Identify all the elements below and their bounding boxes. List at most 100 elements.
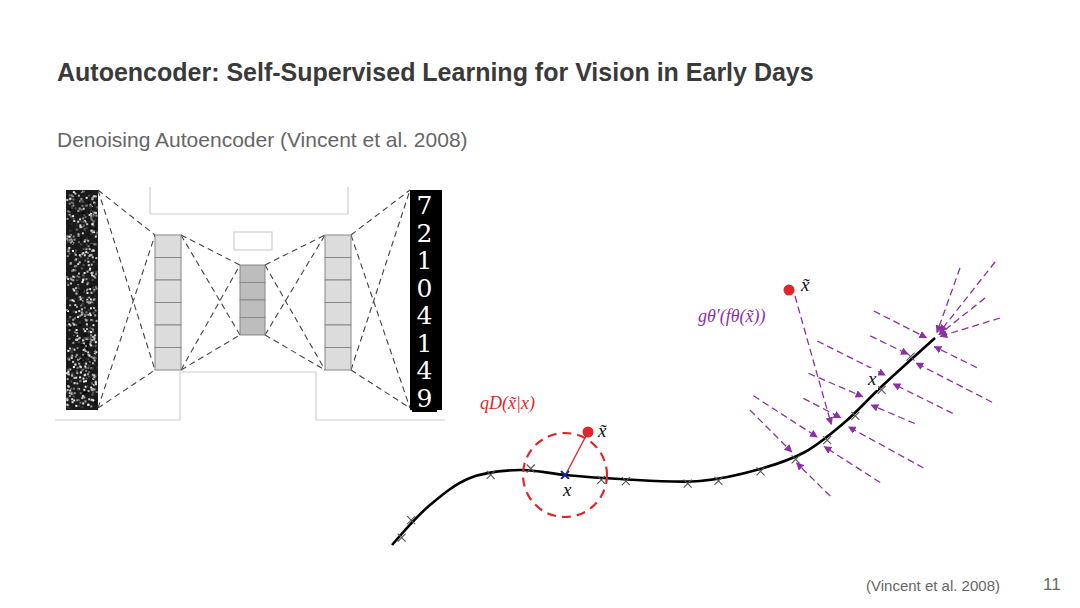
layer-unit	[155, 325, 181, 348]
noise-pixel	[80, 201, 82, 203]
corrupted-point	[583, 427, 594, 438]
layer-unit	[240, 265, 265, 283]
noise-pixel	[84, 229, 86, 231]
noise-pixel	[86, 236, 88, 238]
noise-pixel	[67, 373, 69, 375]
noise-pixel	[71, 393, 73, 395]
noise-pixel	[94, 190, 96, 192]
noise-pixel	[92, 345, 94, 347]
noise-pixel	[74, 304, 76, 306]
noise-pixel	[95, 286, 97, 288]
noise-pixel	[69, 368, 71, 370]
noise-pixel	[66, 399, 68, 401]
noise-pixel	[84, 212, 86, 214]
noise-pixel	[75, 269, 77, 271]
noise-pixel	[90, 368, 92, 370]
noise-pixel	[80, 221, 82, 223]
noise-pixel	[93, 261, 95, 263]
noise-pixel	[79, 376, 81, 378]
noise-pixel	[84, 348, 86, 350]
noise-pixel	[92, 256, 94, 258]
noise-pixel	[73, 366, 75, 368]
noise-pixel	[85, 248, 87, 250]
noise-pixel	[90, 387, 92, 389]
subtitle: Denoising Autoencoder (Vincent et al. 20…	[57, 128, 468, 152]
projection-arrow	[939, 298, 985, 335]
noise-pixel	[87, 342, 89, 344]
noise-pixel	[90, 217, 92, 219]
noise-pixel	[80, 378, 82, 380]
noise-pixel	[79, 261, 81, 263]
noise-pixel	[92, 336, 94, 338]
noise-pixel	[91, 302, 93, 304]
noise-pixel	[81, 344, 83, 346]
noise-pixel	[81, 191, 83, 193]
noise-pixel	[72, 299, 74, 301]
noise-pixel	[91, 267, 93, 269]
noise-pixel	[73, 193, 75, 195]
data-point	[823, 436, 831, 444]
noise-pixel	[85, 311, 87, 313]
projection-arrow	[916, 363, 992, 402]
corruption-line	[567, 434, 587, 472]
layer-unit	[155, 258, 181, 281]
clean-sample-label: x	[561, 479, 573, 501]
noise-pixel	[90, 405, 92, 407]
data-point	[714, 477, 722, 485]
frame-top	[150, 187, 348, 214]
noisy-sample-label: x̃	[596, 420, 608, 442]
noise-pixel	[73, 399, 75, 401]
noise-pixel	[78, 363, 80, 365]
noise-pixel	[93, 212, 95, 214]
noise-pixel	[67, 392, 69, 394]
noise-pixel	[72, 270, 74, 272]
noise-pixel	[69, 283, 71, 285]
noise-pixel	[93, 195, 95, 197]
noise-pixel	[71, 205, 73, 207]
noise-pixel	[80, 371, 82, 373]
layer-unit	[155, 280, 181, 303]
link-line	[181, 335, 240, 370]
noise-pixel	[78, 195, 80, 197]
noise-pixel	[77, 210, 79, 212]
noise-pixel	[73, 324, 75, 326]
noise-pixel	[84, 330, 86, 332]
noise-pixel	[94, 401, 96, 403]
noise-pixel	[88, 255, 90, 257]
noise-pixel	[77, 359, 79, 361]
noise-pixel	[87, 404, 89, 406]
noise-pixel	[72, 199, 74, 201]
noise-pixel	[72, 348, 74, 350]
noise-pixel	[82, 290, 84, 292]
noise-pixel	[72, 250, 74, 252]
noise-pixel	[93, 312, 95, 314]
noise-pixel	[85, 251, 87, 253]
projection-arrow	[808, 373, 862, 396]
noise-pixel	[81, 297, 83, 299]
noise-pixel	[93, 338, 95, 340]
layer-unit	[325, 348, 351, 371]
noise-pixel	[91, 211, 93, 213]
noise-pixel	[95, 268, 97, 270]
noise-pixel	[79, 322, 81, 324]
noise-pixel	[76, 329, 78, 331]
noise-pixel	[82, 303, 84, 305]
noise-pixel	[88, 371, 90, 373]
noise-pixel	[76, 382, 78, 384]
noise-pixel	[72, 319, 74, 321]
noise-pixel	[69, 211, 71, 213]
noise-pixel	[84, 374, 86, 376]
projection-arrow	[870, 336, 908, 354]
noise-pixel	[94, 314, 96, 316]
noise-pixel	[73, 396, 75, 398]
noise-pixel	[92, 330, 94, 332]
noise-pixel	[78, 405, 80, 407]
noise-pixel	[95, 341, 97, 343]
noise-pixel	[72, 288, 74, 290]
noise-pixel	[89, 337, 91, 339]
corrupted-point	[784, 285, 795, 296]
noise-pixel	[80, 243, 82, 245]
link-line	[98, 190, 155, 235]
noise-pixel	[85, 386, 87, 388]
noise-pixel	[83, 381, 85, 383]
